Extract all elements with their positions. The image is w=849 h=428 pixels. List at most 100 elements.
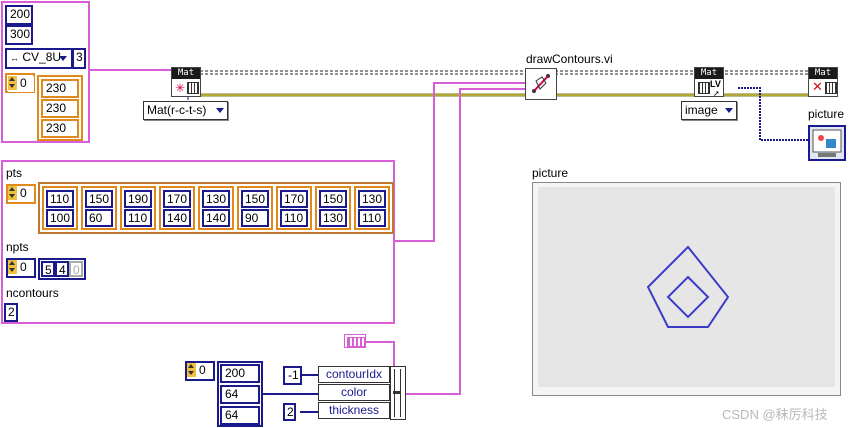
cluster-constant-icon[interactable] — [344, 334, 366, 348]
point-x[interactable]: 130 — [358, 190, 386, 208]
point-x[interactable]: 170 — [280, 190, 308, 208]
arrows-icon: ↔ — [10, 53, 19, 63]
color-value[interactable]: 200 — [220, 364, 260, 383]
mat-constructor-ring[interactable]: Mat(r-c-t-s) — [143, 101, 228, 120]
index-value: 0 — [20, 76, 27, 90]
point-y[interactable]: 90 — [241, 209, 269, 227]
bundle-color[interactable]: color — [318, 384, 390, 401]
chevron-down-icon — [725, 108, 733, 113]
color-value[interactable]: 64 — [220, 406, 260, 425]
point-x[interactable]: 190 — [124, 190, 152, 208]
picture-terminal-label: picture — [808, 107, 845, 121]
point-x[interactable]: 150 — [241, 190, 269, 208]
npts-value[interactable]: 0 — [69, 261, 83, 277]
point-y[interactable]: 110 — [280, 209, 308, 227]
matrix-icon — [825, 82, 837, 94]
pts-label: pts — [6, 166, 23, 180]
watermark: CSDN @秣厉科技 — [722, 407, 828, 422]
picture-panel-label: picture — [532, 166, 569, 180]
bundle-thickness[interactable]: thickness — [318, 402, 390, 419]
image-ring[interactable]: image — [681, 101, 737, 120]
matrix-icon — [187, 82, 199, 94]
type-value: CV_8U — [22, 50, 62, 64]
picture-icon — [812, 129, 842, 157]
lv-label: LV — [710, 79, 721, 89]
mat-create-cluster: 200 300 ↔ CV_8U 3 0 230 230 230 — [1, 1, 90, 143]
npts-value[interactable]: 5 — [41, 261, 55, 277]
draw-contours-title: drawContours.vi — [526, 52, 613, 66]
thickness-constant[interactable]: 2 — [283, 403, 296, 421]
index-value: 0 — [20, 186, 27, 200]
npts-label: npts — [6, 240, 29, 254]
point-y[interactable]: 130 — [319, 209, 347, 227]
point-y[interactable]: 60 — [85, 209, 113, 227]
channels-input[interactable]: 3 — [72, 48, 86, 69]
point-y[interactable]: 140 — [163, 209, 191, 227]
draw-contours-vi[interactable] — [525, 68, 557, 100]
spinner-icon[interactable] — [8, 186, 17, 200]
point-y[interactable]: 110 — [358, 209, 386, 227]
spinner-icon[interactable] — [8, 76, 17, 90]
bundle-by-name-node[interactable] — [390, 366, 406, 420]
close-icon: ✕ — [812, 79, 823, 94]
color-index[interactable]: 0 — [185, 361, 215, 381]
rows-input[interactable]: 200 — [5, 5, 33, 25]
index-value: 0 — [20, 260, 27, 274]
mat-to-lv-vi[interactable]: Mat LV ➚ — [694, 67, 724, 98]
contour-drawing — [646, 245, 730, 328]
arrow-icon: ➚ — [713, 89, 720, 98]
contour-idx-constant[interactable]: -1 — [283, 366, 302, 385]
matrix-icon — [698, 82, 710, 94]
scalar-array: 230 230 230 — [37, 75, 83, 141]
spinner-icon[interactable] — [187, 363, 196, 377]
ring-label: image — [685, 103, 718, 117]
index-value: 0 — [199, 363, 206, 377]
picture-panel — [532, 182, 841, 396]
pts-index[interactable]: 0 — [6, 184, 36, 204]
type-select[interactable]: ↔ CV_8U — [5, 48, 73, 69]
cols-input[interactable]: 300 — [5, 25, 33, 45]
picture-terminal[interactable] — [808, 125, 846, 161]
ring-label: Mat(r-c-t-s) — [147, 103, 207, 117]
point-y[interactable]: 100 — [46, 209, 74, 227]
chevron-down-icon — [59, 56, 67, 61]
vi-header: Mat — [809, 68, 837, 79]
point-x[interactable]: 110 — [46, 190, 74, 208]
scalar-value[interactable]: 230 — [41, 99, 79, 118]
scalar-value[interactable]: 230 — [41, 79, 79, 98]
point-y[interactable]: 110 — [124, 209, 152, 227]
scalar-value[interactable]: 230 — [41, 119, 79, 138]
chevron-down-icon — [216, 108, 224, 113]
bundle-contour-idx[interactable]: contourIdx — [318, 366, 390, 383]
draw-contours-icon — [526, 69, 556, 99]
npts-index[interactable]: 0 — [6, 258, 36, 278]
arrow-right-icon — [393, 391, 401, 394]
ncontours-label: ncontours — [6, 286, 59, 300]
scalar-index[interactable]: 0 — [5, 73, 35, 93]
point-x[interactable]: 130 — [202, 190, 230, 208]
npts-value[interactable]: 4 — [55, 261, 69, 277]
mat-create-vi[interactable]: Mat ✳ — [171, 67, 201, 97]
point-y[interactable]: 140 — [202, 209, 230, 227]
vi-header: Mat — [695, 68, 723, 79]
mat-release-vi[interactable]: Mat ✕ — [808, 67, 838, 97]
point-x[interactable]: 150 — [319, 190, 347, 208]
ncontours-input[interactable]: 2 — [4, 303, 18, 322]
point-x[interactable]: 170 — [163, 190, 191, 208]
spinner-icon[interactable] — [8, 260, 17, 274]
color-value[interactable]: 64 — [220, 385, 260, 404]
constructor-icon: ✳ — [175, 81, 186, 95]
point-x[interactable]: 150 — [85, 190, 113, 208]
picture-canvas — [538, 187, 835, 387]
color-array: 200 64 64 — [217, 361, 263, 427]
